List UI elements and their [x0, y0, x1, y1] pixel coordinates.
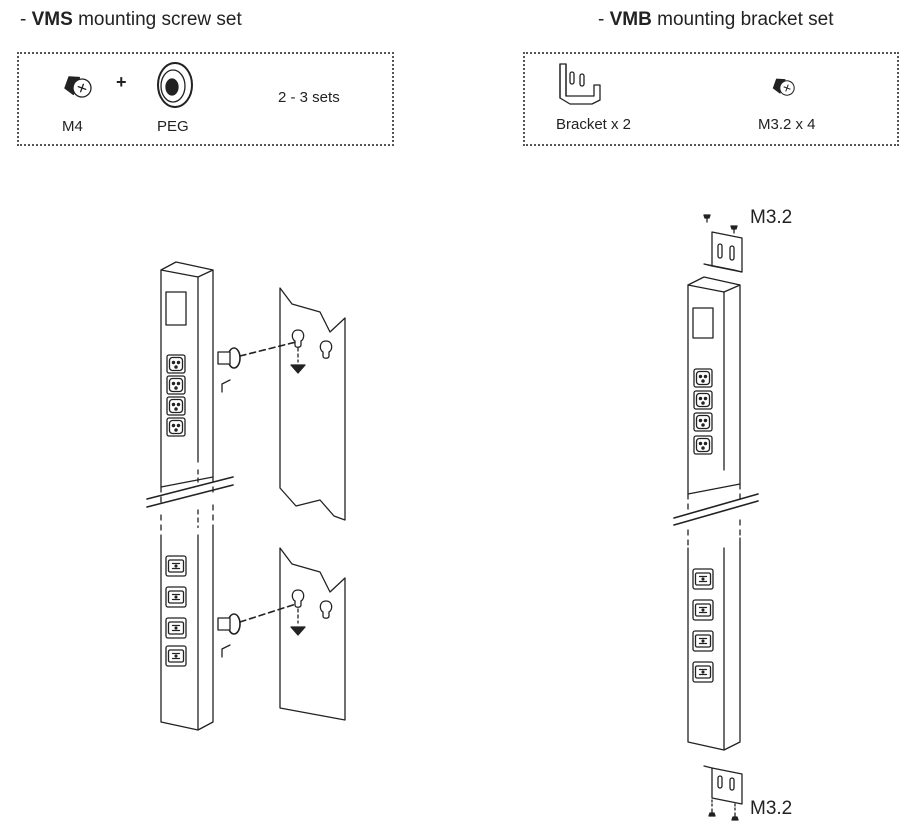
peg-washer-icon	[157, 62, 193, 108]
screw-count-label: M3.2 x 4	[758, 116, 816, 133]
vmb-code: VMB	[609, 9, 652, 30]
bracket-icon	[559, 63, 601, 105]
pdu-left	[146, 261, 234, 731]
m4-screw-icon	[63, 73, 95, 101]
vms-code: VMS	[31, 9, 73, 30]
vms-kit-box	[17, 52, 394, 146]
sets-label: 2 - 3 sets	[278, 89, 340, 106]
vmb-kit-box	[523, 52, 899, 146]
peg-assembly-upper	[217, 341, 306, 393]
rack-rail-lower	[279, 547, 346, 721]
peg-label: PEG	[157, 118, 189, 135]
rack-rail-upper	[279, 287, 346, 521]
pdu-right	[673, 276, 759, 751]
vms-title: - VMS mounting screw set	[20, 9, 242, 30]
vmb-title: - VMB mounting bracket set	[598, 9, 834, 30]
bottom-screw-label: M3.2	[750, 798, 793, 819]
peg-assembly-lower	[217, 603, 306, 658]
top-screw-label: M3.2	[750, 207, 793, 228]
bracket-label: Bracket x 2	[556, 116, 632, 133]
plus-sign: +	[116, 72, 127, 92]
bracket-bottom	[703, 765, 743, 821]
m3-screw-icon	[771, 76, 797, 98]
m4-label: M4	[62, 118, 83, 135]
bracket-top	[703, 214, 743, 273]
